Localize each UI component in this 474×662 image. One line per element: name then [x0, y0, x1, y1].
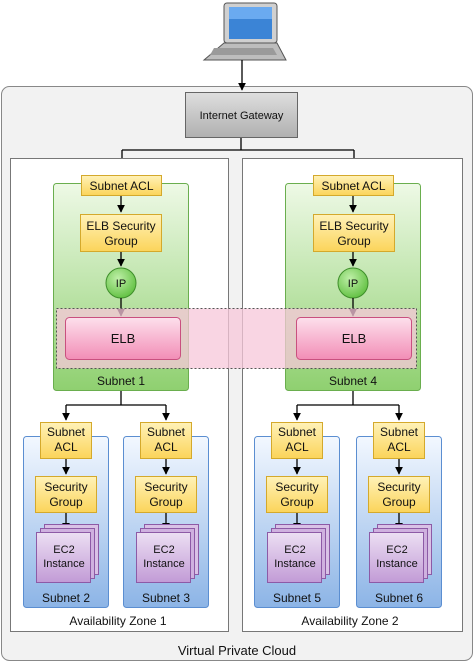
subnet-2-ec2-instance — [36, 532, 91, 583]
elb-node-4-label: ELB — [342, 331, 367, 346]
subnet-3-acl-line1: Subnet — [147, 425, 186, 439]
subnet-6-security-group — [368, 476, 430, 513]
private-subnets-layer: Subnet 2SubnetACLSecurityGroupEC2Instanc… — [23, 422, 442, 608]
private-subnet-2-label: Subnet 2 — [42, 591, 90, 605]
public-subnet-4-label: Subnet 4 — [329, 374, 377, 388]
subnet-5-ec2-instance-line1: EC2 — [284, 544, 305, 556]
subnet-3-ec2-instance — [136, 532, 191, 583]
subnet-3-security-group-line2: Group — [149, 495, 183, 509]
subnet-6-security-group-line2: Group — [382, 495, 416, 509]
subnet-2-acl — [40, 422, 92, 459]
subnet-2-acl-line2: ACL — [54, 440, 78, 454]
subnet-5-security-group-line2: Group — [280, 495, 314, 509]
subnet-3-security-group-line1: Security — [144, 480, 187, 494]
elb-security-group-4-line1: ELB Security — [319, 219, 388, 233]
elb-security-group-1-line2: Group — [104, 234, 138, 248]
subnet-6-acl — [373, 422, 425, 459]
subnet-acl-1 — [81, 175, 162, 196]
elb-node-1-label: ELB — [111, 331, 136, 346]
elb-node-4 — [296, 317, 412, 360]
subnet-5-ec2-instance-line2: Instance — [274, 558, 316, 570]
internet-gateway — [185, 92, 298, 138]
availability-zone-2-label: Availability Zone 2 — [301, 614, 398, 628]
subnet-acl-1-label: Subnet ACL — [89, 179, 153, 193]
subnet-5-acl-line2: ACL — [285, 440, 309, 454]
elb-security-group-4-line2: Group — [337, 234, 371, 248]
elb-node-1 — [65, 317, 181, 360]
availability-zone-1-label: Availability Zone 1 — [69, 614, 166, 628]
subnet-6-ec2-instance — [369, 532, 424, 583]
internet-gateway-label: Internet Gateway — [200, 110, 284, 122]
subnet-6-acl-line2: ACL — [387, 440, 411, 454]
subnet-5-security-group — [266, 476, 328, 513]
private-subnet-3-label: Subnet 3 — [142, 591, 190, 605]
ip-node-1-label: IP — [116, 278, 126, 290]
subnet-6-ec2-instance-line2: Instance — [376, 558, 418, 570]
subnet-6-acl-line1: Subnet — [380, 425, 419, 439]
subnet-2-ec2-instance-line2: Instance — [43, 558, 85, 570]
subnet-5-security-group-line1: Security — [275, 480, 318, 494]
subnet-2-security-group — [35, 476, 97, 513]
subnet-2-security-group-line1: Security — [44, 480, 87, 494]
subnet-acl-4 — [313, 175, 394, 196]
elb-security-group-1 — [80, 214, 162, 252]
subnet-3-acl — [140, 422, 192, 459]
subnet-acl-4-label: Subnet ACL — [321, 179, 385, 193]
subnet-5-ec2-instance — [267, 532, 322, 583]
subnet-2-acl-line1: Subnet — [47, 425, 86, 439]
subnet-3-security-group — [135, 476, 197, 513]
private-subnet-6-label: Subnet 6 — [375, 591, 423, 605]
elb-security-group-4 — [313, 214, 395, 252]
subnet-5-acl-line1: Subnet — [278, 425, 317, 439]
vpc-label: Virtual Private Cloud — [178, 643, 296, 658]
subnet-5-acl — [271, 422, 323, 459]
public-subnet-1-label: Subnet 1 — [97, 374, 145, 388]
subnet-3-ec2-instance-line2: Instance — [143, 558, 185, 570]
private-subnet-5-label: Subnet 5 — [273, 591, 321, 605]
laptop-icon — [202, 2, 287, 61]
subnet-6-ec2-instance-line1: EC2 — [386, 544, 407, 556]
elb-security-group-1-line1: ELB Security — [86, 219, 155, 233]
subnet-2-ec2-instance-line1: EC2 — [53, 544, 74, 556]
subnet-3-acl-line2: ACL — [154, 440, 178, 454]
subnet-6-security-group-line1: Security — [377, 480, 420, 494]
ip-node-4-label: IP — [348, 278, 358, 290]
subnet-2-security-group-line2: Group — [49, 495, 83, 509]
subnet-3-ec2-instance-line1: EC2 — [153, 544, 174, 556]
